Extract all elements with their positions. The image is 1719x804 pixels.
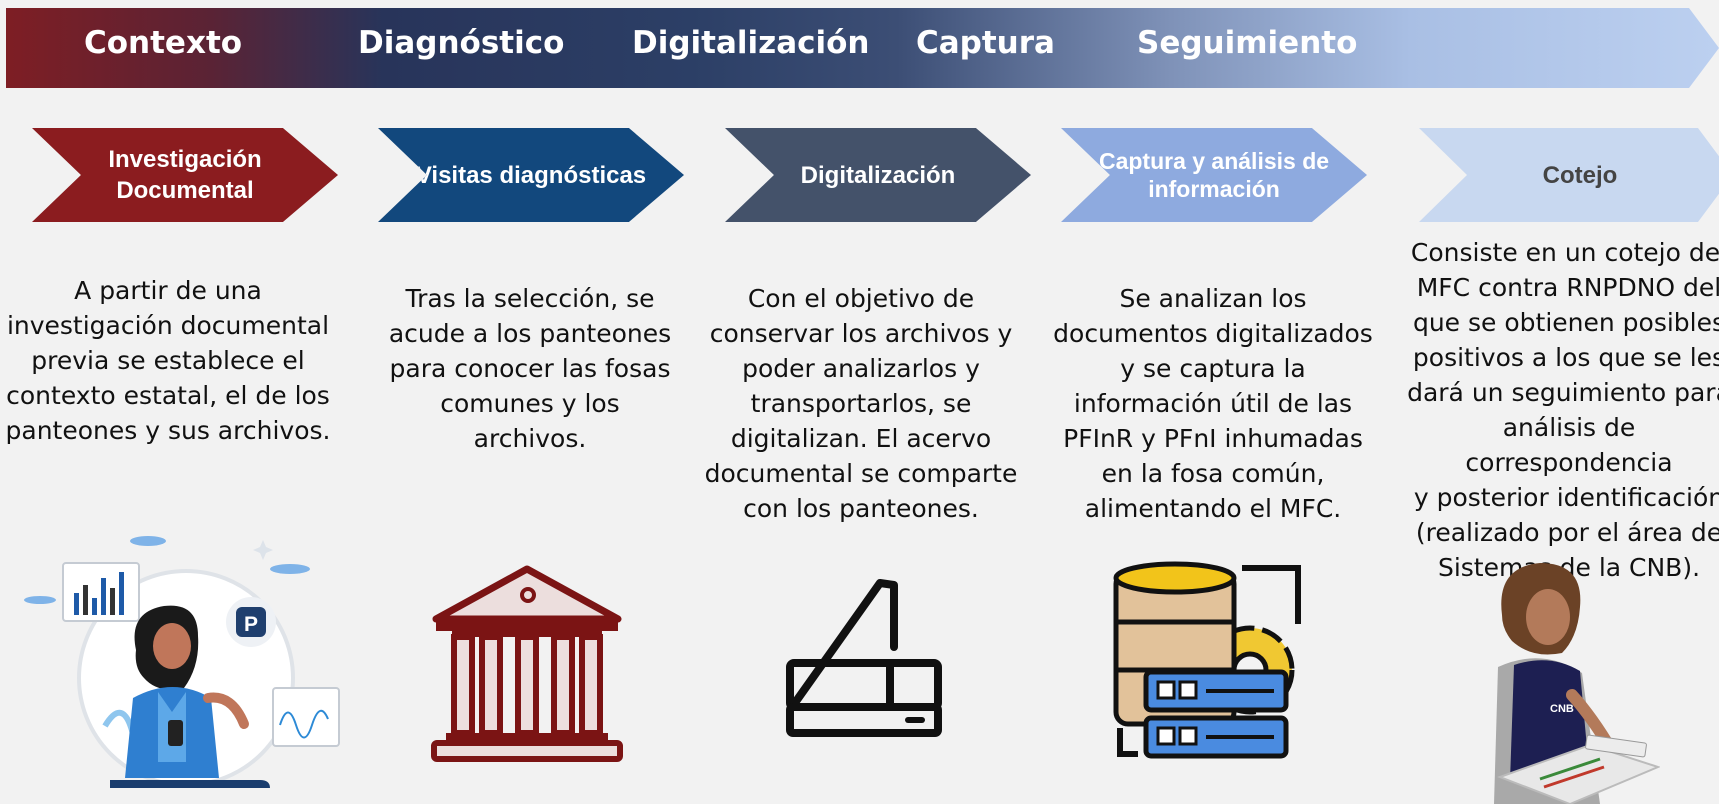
banner-stage-digitalizacion: Digitalización bbox=[632, 25, 870, 61]
banner-stage-seguimiento: Seguimiento bbox=[1137, 25, 1358, 61]
step-title: Captura y análisis de información bbox=[1098, 148, 1330, 202]
shirt-logo: CNB bbox=[1550, 703, 1574, 715]
cemetery-building-icon bbox=[431, 565, 623, 762]
step-chevron-investigacion: Investigación Documental bbox=[32, 128, 338, 222]
step-description-investigacion: A partir de una investigación documental… bbox=[5, 276, 331, 445]
step-chevron-visitas: Visitas diagnósticas bbox=[378, 128, 684, 222]
step-description-captura: Se analizan los documentos digitalizados… bbox=[1053, 284, 1373, 523]
woman-research-illustration: P bbox=[24, 536, 340, 788]
step-chevron-captura: Captura y análisis de información bbox=[1061, 128, 1367, 222]
banner-stage-contexto: Contexto bbox=[84, 25, 243, 61]
step-title: Cotejo bbox=[1542, 161, 1618, 189]
banner-stage-captura: Captura bbox=[916, 25, 1055, 61]
scanner-icon bbox=[786, 579, 942, 737]
step-description-visitas: Tras la selección, se acude a los panteo… bbox=[388, 284, 672, 453]
badge-letter: P bbox=[244, 613, 258, 636]
step-chevron-cotejo: Cotejo bbox=[1419, 128, 1719, 222]
step-title: Digitalización bbox=[800, 161, 956, 189]
step-description-cotejo: Consiste en un cotejo del MFC contra RNP… bbox=[1407, 238, 1719, 582]
database-gear-icon bbox=[1113, 561, 1301, 759]
step-title: Investigación Documental bbox=[108, 146, 262, 204]
step-description-digitalizacion: Con el objetivo de conservar los archivo… bbox=[704, 284, 1018, 523]
step-chevron-digitalizacion: Digitalización bbox=[725, 128, 1031, 222]
woman-documents-illustration: CNB bbox=[1494, 563, 1660, 804]
step-title: Visitas diagnósticas bbox=[415, 161, 647, 189]
process-banner bbox=[6, 8, 1719, 88]
banner-stage-diagnostico: Diagnóstico bbox=[358, 25, 565, 61]
